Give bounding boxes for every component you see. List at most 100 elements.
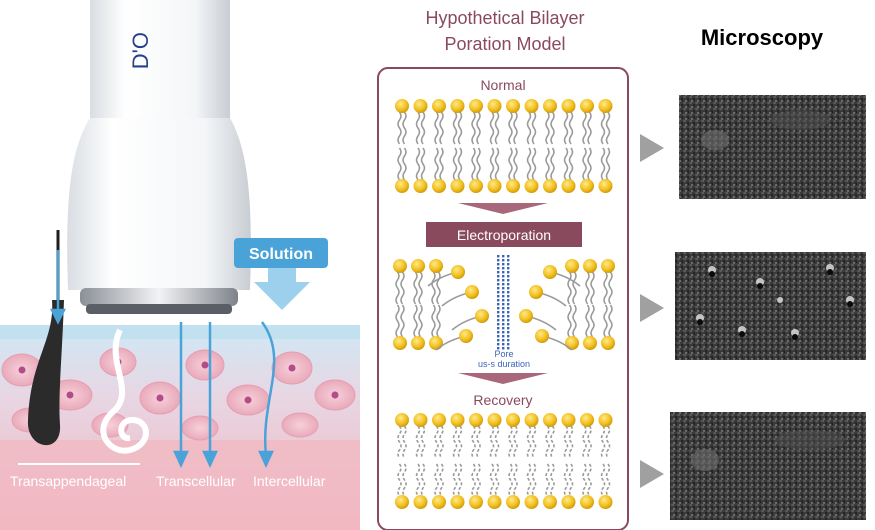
lipid-tail	[494, 147, 500, 181]
lipid-tail	[397, 111, 402, 145]
lipid-tail	[489, 147, 495, 181]
lipid-tail	[531, 463, 537, 497]
pore-dot	[507, 283, 510, 286]
down-arrow-2	[458, 373, 548, 384]
lipid-head	[565, 259, 579, 273]
lipid-head	[535, 329, 549, 343]
pore-dot	[507, 319, 510, 322]
lipid-tail	[415, 111, 421, 145]
lipid-tail	[572, 271, 577, 305]
lipid-tail	[563, 147, 569, 181]
lipid-head	[432, 179, 446, 193]
lipid-tail	[603, 304, 608, 338]
lipid-head	[432, 495, 446, 509]
lipid-head	[565, 336, 579, 350]
lipid-tail	[572, 304, 577, 338]
lipid-head	[543, 495, 557, 509]
micrograph-electroporated	[675, 252, 866, 360]
right-panel: Microscopy	[640, 25, 866, 520]
lipid-tail	[605, 111, 611, 145]
pore-dot	[497, 267, 500, 270]
lipid-tail	[587, 425, 592, 459]
pore-dot	[502, 275, 505, 278]
lipid-tail	[545, 425, 550, 459]
lipid-tail	[550, 111, 555, 145]
pore-dot	[497, 331, 500, 334]
pore-dot	[502, 303, 505, 306]
pore-dot	[497, 323, 500, 326]
lipid-tail	[531, 111, 537, 145]
lipid-tail	[600, 425, 606, 459]
lipid-tail	[526, 147, 532, 181]
lipid-tail	[489, 111, 495, 145]
pore-dot	[502, 319, 505, 322]
lipid-head	[395, 179, 409, 193]
lipid-head	[543, 99, 557, 113]
lipid-tail	[395, 271, 400, 305]
pore-dot	[507, 303, 510, 306]
lipid-tail	[452, 147, 458, 181]
lipid-head	[395, 99, 409, 113]
lipid-tail	[585, 304, 590, 338]
lipid-head	[487, 413, 502, 427]
pore-dot	[507, 347, 510, 350]
lipid-tail	[545, 111, 550, 145]
lipid-tail	[567, 304, 572, 338]
lipid-head	[393, 259, 407, 273]
pore-dot	[502, 295, 505, 298]
lipid-tail	[550, 425, 555, 459]
lipid-tail	[585, 271, 590, 305]
pore-dot	[497, 291, 500, 294]
lipid-tail	[568, 111, 574, 145]
lipid-head	[432, 99, 446, 113]
pore-dot	[502, 315, 505, 318]
lipid-tail	[471, 147, 476, 181]
lipid-tail	[531, 147, 537, 181]
lipid-head	[561, 495, 576, 509]
pore-dot	[507, 343, 510, 346]
lipid-tail	[395, 304, 400, 338]
pore-dot	[497, 271, 500, 274]
lipid-tail	[434, 425, 439, 459]
lipid-tail	[471, 111, 476, 145]
lipid-tail	[545, 463, 550, 497]
lipid-head	[411, 336, 425, 350]
lipid-tail	[587, 463, 592, 497]
lipid-tail	[508, 463, 513, 497]
pore-dot	[507, 339, 510, 342]
pore-dot	[497, 299, 500, 302]
arrow-to-image-2	[640, 294, 664, 322]
lipid-tail	[587, 111, 592, 145]
lipid-head	[506, 179, 520, 193]
lipid-tail	[439, 425, 444, 459]
pore-dot	[497, 307, 500, 310]
lipid-tail	[434, 463, 439, 497]
lipid-head	[561, 413, 576, 427]
lipid-head	[450, 413, 465, 427]
pore-dot	[497, 255, 500, 258]
lipid-tail	[526, 425, 532, 459]
lipid-head	[524, 99, 539, 113]
pore-dot	[497, 311, 500, 314]
micrograph-recovery	[670, 412, 866, 520]
pore-dot	[502, 343, 505, 346]
pore-dot	[507, 311, 510, 314]
model-title-line2: Poration Model	[444, 34, 565, 54]
lipid-head	[598, 413, 613, 427]
lipid-tail	[471, 463, 476, 497]
pore-dot	[497, 263, 500, 266]
pore-dot	[507, 271, 510, 274]
lipid-head	[601, 259, 615, 273]
lipid-tail	[457, 463, 463, 497]
lipid-head	[487, 495, 502, 509]
lipid-tail	[418, 304, 423, 338]
pore-dot	[502, 311, 505, 314]
lipid-tail	[415, 463, 421, 497]
lipid-head	[393, 336, 407, 350]
lipid-tail	[608, 304, 613, 338]
pore-dot	[497, 279, 500, 282]
lipid-tail	[582, 111, 587, 145]
lipid-tail	[563, 111, 569, 145]
pore-dot	[497, 259, 500, 262]
lipid-tail	[545, 147, 550, 181]
